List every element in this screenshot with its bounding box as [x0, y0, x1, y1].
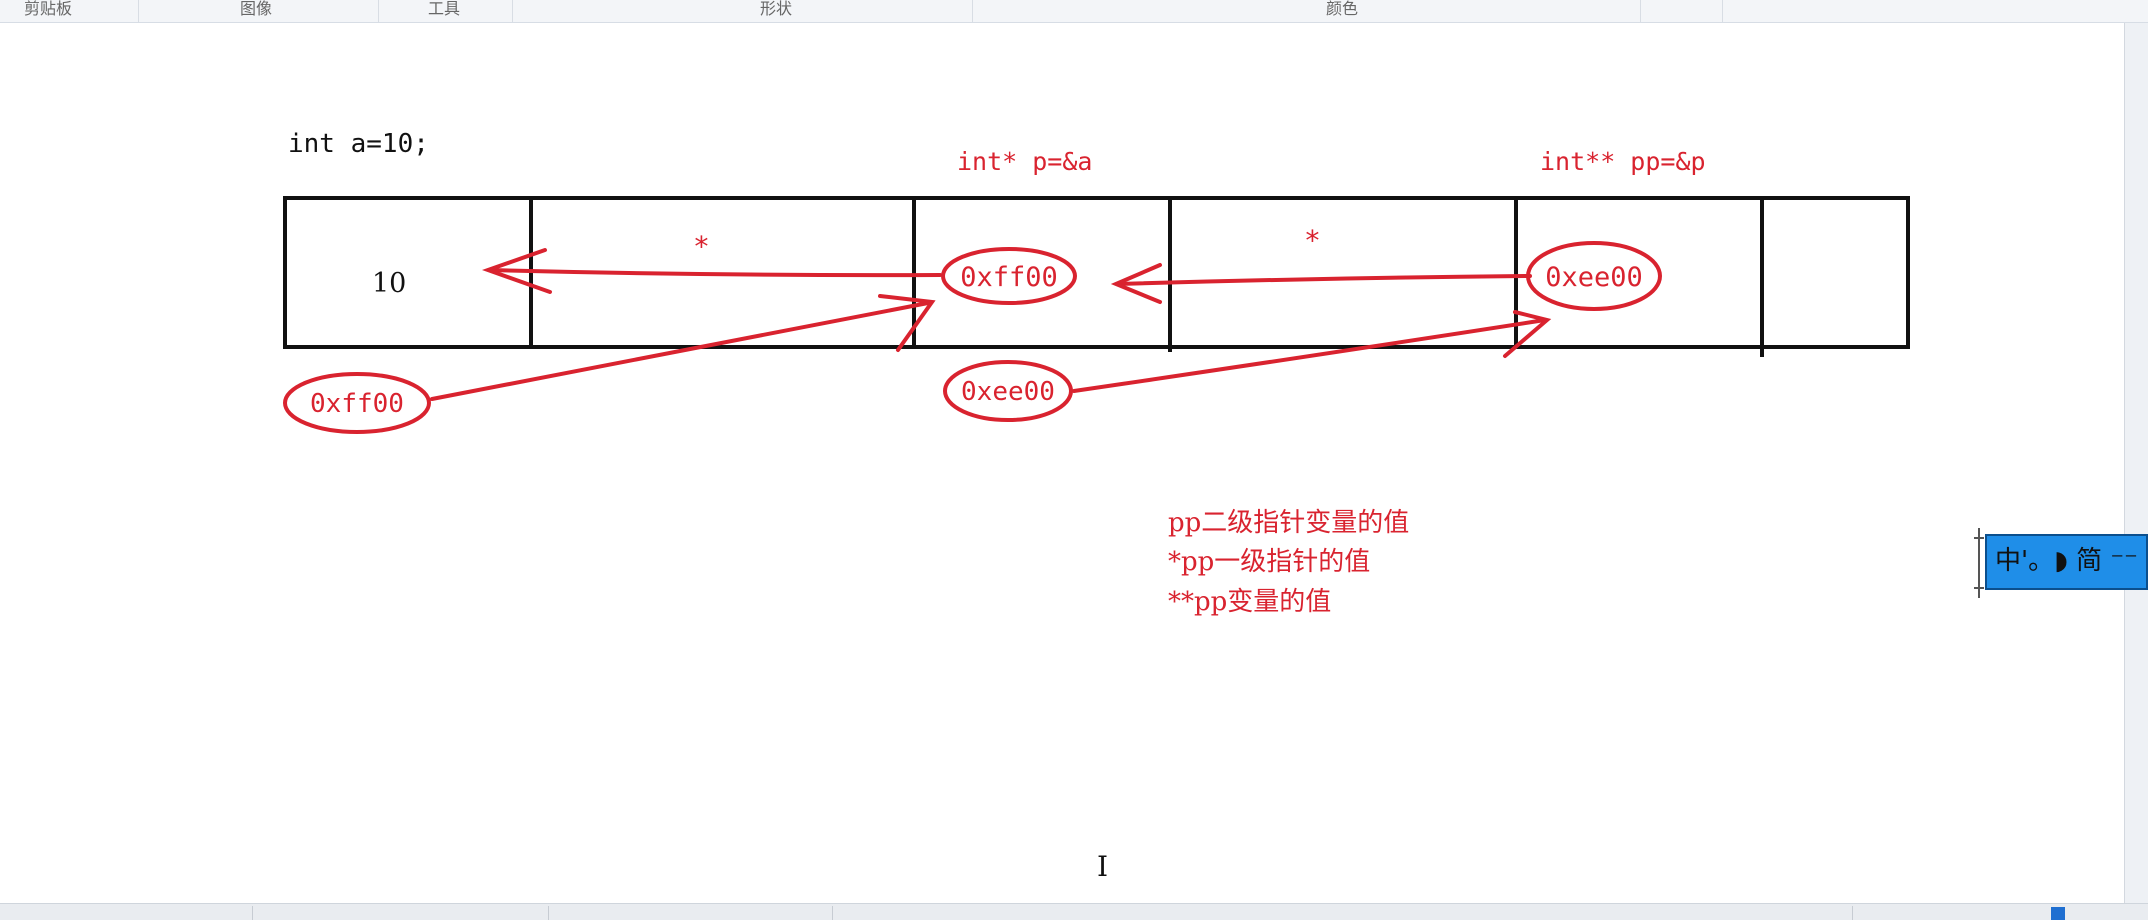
status-separator	[548, 906, 549, 920]
cell-value-p: 0xff00	[960, 262, 1058, 293]
drawing-canvas[interactable]	[0, 23, 2124, 903]
ribbon-separator	[972, 0, 973, 22]
status-separator	[832, 906, 833, 920]
ribbon-separator	[1722, 0, 1723, 22]
zoom-slider-handle[interactable]	[2051, 907, 2065, 920]
memory-row-border	[283, 196, 1910, 349]
note-line-3: **pp变量的值	[1168, 587, 1331, 617]
ribbon-strip: 剪贴板 图像 工具 形状 颜色	[0, 0, 2148, 23]
ribbon-separator	[512, 0, 513, 22]
note-line-1: pp二级指针变量的值	[1168, 508, 1409, 538]
ribbon-group-image[interactable]: 图像	[240, 0, 273, 18]
cell-value-pp: 0xee00	[1545, 262, 1643, 293]
address-a: 0xff00	[310, 389, 404, 419]
ribbon-group-clipboard[interactable]: 剪贴板	[24, 0, 73, 18]
ribbon-separator	[378, 0, 379, 22]
vertical-scrollbar[interactable]	[2124, 23, 2148, 903]
deref-mark-1: *	[693, 230, 710, 263]
text-cursor-icon: I	[1097, 850, 1109, 883]
ime-drag-handle[interactable]	[1974, 528, 1984, 598]
status-bar	[0, 903, 2148, 920]
status-separator	[252, 906, 253, 920]
address-p-circle	[943, 360, 1073, 422]
deref-mark-2: *	[1304, 224, 1321, 257]
ribbon-group-tools[interactable]: 工具	[428, 0, 461, 18]
ribbon-group-shapes[interactable]: 形状	[760, 0, 793, 18]
ribbon-group-colors[interactable]: 颜色	[1326, 0, 1359, 18]
declaration-a: int a=10;	[288, 129, 429, 159]
address-arrow-a	[430, 294, 936, 401]
address-arrow-p	[1072, 310, 1552, 393]
deref-arrow-pp-to-p	[1110, 263, 1532, 304]
cell-value-a: 10	[372, 268, 406, 299]
declaration-pp: int** pp=&p	[1540, 147, 1706, 176]
note-line-2: *pp一级指针的值	[1168, 547, 1370, 577]
address-a-circle	[283, 372, 431, 434]
ribbon-separator	[138, 0, 139, 22]
ribbon-separator	[1640, 0, 1641, 22]
cell-value-p-circle	[941, 247, 1077, 305]
deref-arrow-p-to-a	[481, 248, 942, 294]
ime-toolbar[interactable]: 中'。◗ 简 ⁻⁻	[1985, 534, 2148, 590]
declaration-p: int* p=&a	[957, 147, 1092, 176]
memory-row	[283, 196, 1910, 357]
status-separator	[1852, 906, 1853, 920]
address-p: 0xee00	[961, 377, 1055, 407]
